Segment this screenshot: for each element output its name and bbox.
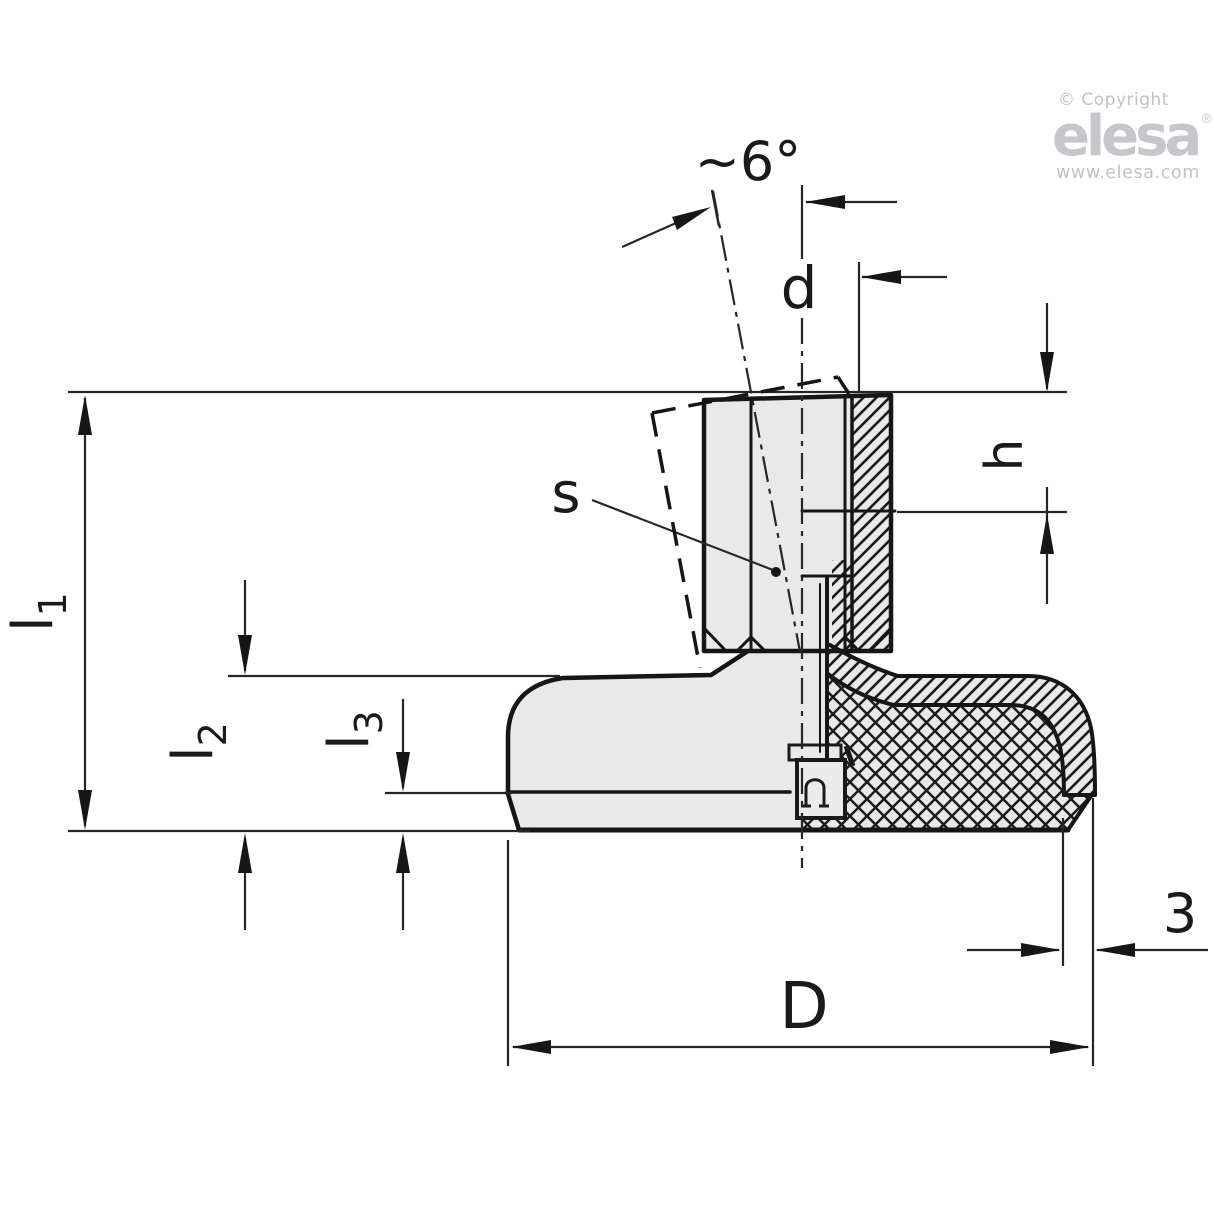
shell-outer-edge [828,643,1097,797]
nut-chamfers [702,626,893,653]
registered-mark: ® [1200,112,1214,127]
stud-body [802,576,827,757]
s-leader-line [591,498,781,577]
extension-lines [68,390,1067,833]
label-l1-base: l [1,616,66,632]
label-socket-s: s [551,461,580,526]
recess-box [795,758,847,820]
label-l2-sub: 2 [191,722,235,746]
nut-outline [701,392,894,654]
flange-corner [843,745,856,767]
dimension-labels: ~6° d s h l1 l2 l3 D 3 [1,130,1197,1044]
rubber-chamfer-edge [1066,794,1093,832]
copyright-text: © Copyright [1058,90,1169,110]
elesa-wordmark: elesa® [1052,109,1214,165]
dimension-h [897,303,1067,604]
tilted-axis-line [711,190,802,653]
dimension-tilt-angle [621,185,897,249]
nut-hatch-upper [852,397,889,511]
nut-hatch-lower [832,560,889,650]
rubber-pad-crosshatch [797,676,1091,829]
dimension-l1 [78,395,92,830]
label-l2: l2 [161,722,235,762]
dimension-3 [967,818,1208,966]
stud-flange [787,743,843,762]
label-l3-base: l [317,734,382,750]
label-l1: l1 [1,592,75,632]
label-l3-sub: 3 [347,710,391,734]
dimension-D [506,798,1095,1066]
tilted-axis-tick [710,189,721,227]
leader-dot [771,567,781,577]
label-l1-sub: 1 [31,592,75,616]
tilted-nut-phantom-outline [650,375,851,669]
nut-hatch-mid [852,511,889,560]
elesa-logo-watermark: © Copyright elesa® www.elesa.com [1052,90,1214,184]
section-hatching [797,397,1095,829]
part-outlines [505,392,1097,833]
label-diameter-D: D [779,970,828,1044]
dimension-annotations [68,185,1208,1066]
elesa-brand-text: elesa [1052,104,1202,169]
label-l2-base: l [161,746,226,762]
centerlines [710,189,804,868]
label-rubber-edge-3: 3 [1163,882,1197,945]
dimension-l2 [228,580,560,930]
elesa-website-text: www.elesa.com [1056,163,1200,184]
dimension-l3 [385,699,512,930]
base-outline [505,648,751,797]
label-l3: l3 [317,710,391,750]
label-tilt-angle: ~6° [695,130,802,193]
label-thread-d: d [781,254,818,322]
stud-and-recess [787,576,856,820]
metal-shell-hatch [816,645,1095,795]
shell-inner-edge [826,672,1066,797]
label-height-h: h [975,439,1035,472]
nut-facets [749,397,847,651]
base-chamfer [505,791,522,833]
dimension-d [857,262,947,391]
base-body [508,651,802,830]
